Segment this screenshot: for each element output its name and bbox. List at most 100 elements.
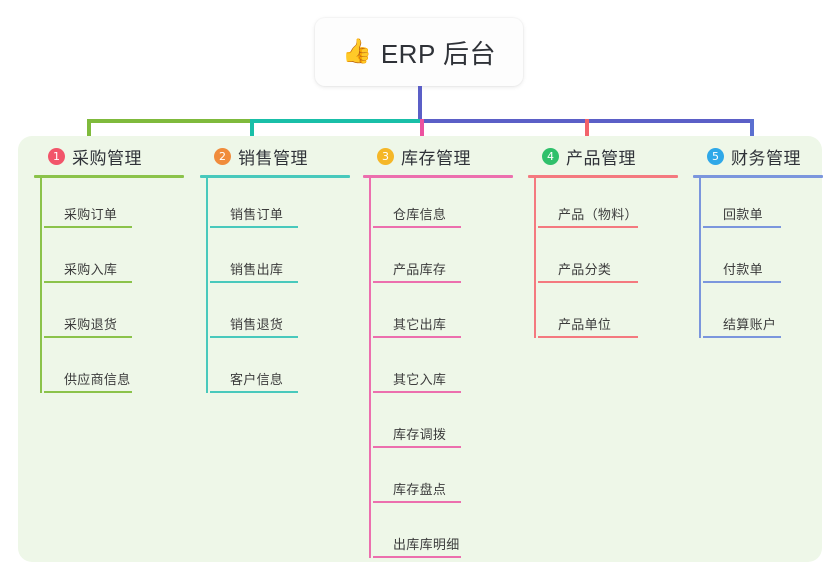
leaf-underline xyxy=(703,226,781,228)
leaf-label: 回款单 xyxy=(723,207,763,222)
leaf-node[interactable]: 库存盘点 xyxy=(367,453,513,508)
category-column-finance: 5 财务管理回款单付款单结算账户 xyxy=(693,143,823,343)
leaf-underline xyxy=(373,281,461,283)
root-stem-connector xyxy=(418,86,422,122)
leaf-node[interactable]: 其它出库 xyxy=(367,288,513,343)
leaf-node[interactable]: 销售订单 xyxy=(204,178,350,233)
leaf-underline xyxy=(373,391,461,393)
leaf-node[interactable]: 产品库存 xyxy=(367,233,513,288)
leaf-underline xyxy=(210,336,298,338)
leaf-list: 产品（物料） 产品分类产品单位 xyxy=(528,178,678,343)
leaf-node[interactable]: 销售退货 xyxy=(204,288,350,343)
leaf-node[interactable]: 仓库信息 xyxy=(367,178,513,233)
category-underline xyxy=(528,175,678,178)
category-title: 产品管理 xyxy=(566,148,636,168)
leaf-node[interactable]: 采购订单 xyxy=(38,178,184,233)
leaf-node[interactable]: 付款单 xyxy=(697,233,823,288)
segment-purchasing xyxy=(87,119,250,123)
root-node-label: ERP 后台 xyxy=(380,38,497,69)
category-underline xyxy=(200,175,350,178)
category-underline xyxy=(693,175,823,178)
leaf-underline xyxy=(538,336,638,338)
leaf-label: 销售订单 xyxy=(230,207,284,222)
leaf-underline xyxy=(210,391,298,393)
leaf-label: 仓库信息 xyxy=(393,207,447,222)
leaf-label: 产品库存 xyxy=(393,262,447,277)
leaf-label: 采购订单 xyxy=(64,207,118,222)
leaf-label: 销售出库 xyxy=(230,262,284,277)
leaf-label: 采购退货 xyxy=(64,317,118,332)
leaf-trunk-connector xyxy=(206,178,208,393)
leaf-label: 其它入库 xyxy=(393,372,447,387)
category-header-sales[interactable]: 2 销售管理 xyxy=(200,143,350,169)
category-index-badge: 2 xyxy=(214,147,231,165)
leaf-list: 仓库信息产品库存其它出库其它入库库存调拨库存盘点出库库明细 xyxy=(363,178,513,563)
leaf-underline xyxy=(210,226,298,228)
leaf-node[interactable]: 供应商信息 xyxy=(38,343,184,398)
leaf-label: 产品（物料） xyxy=(558,207,638,222)
category-header-inventory[interactable]: 3 库存管理 xyxy=(363,143,513,169)
category-title: 财务管理 xyxy=(731,148,801,168)
category-column-inventory: 3 库存管理仓库信息产品库存其它出库其它入库库存调拨库存盘点出库库明细 xyxy=(363,143,513,563)
leaf-node[interactable]: 产品（物料） xyxy=(532,178,678,233)
category-title: 库存管理 xyxy=(401,148,471,168)
leaf-node[interactable]: 采购退货 xyxy=(38,288,184,343)
leaf-node[interactable]: 结算账户 xyxy=(697,288,823,343)
leaf-label: 其它出库 xyxy=(393,317,447,332)
leaf-trunk-connector xyxy=(369,178,371,558)
leaf-label: 出库库明细 xyxy=(393,537,460,552)
leaf-label: 产品分类 xyxy=(558,262,612,277)
category-column-sales: 2 销售管理销售订单销售出库销售退货客户信息 xyxy=(200,143,350,398)
leaf-trunk-connector xyxy=(699,178,701,338)
category-underline xyxy=(363,175,513,178)
leaf-node[interactable]: 库存调拨 xyxy=(367,398,513,453)
category-underline xyxy=(34,175,184,178)
category-index-badge: 3 xyxy=(377,147,394,165)
leaf-label: 库存盘点 xyxy=(393,482,447,497)
leaf-label: 采购入库 xyxy=(64,262,118,277)
categories-panel xyxy=(18,136,822,562)
leaf-node[interactable]: 产品单位 xyxy=(532,288,678,343)
leaf-trunk-connector xyxy=(534,178,536,338)
leaf-list: 采购订单采购入库采购退货供应商信息 xyxy=(34,178,184,398)
category-column-purchasing: 1 采购管理采购订单采购入库采购退货供应商信息 xyxy=(34,143,184,398)
root-node[interactable]: 👍 ERP 后台 xyxy=(315,18,523,86)
leaf-label: 结算账户 xyxy=(723,317,777,332)
leaf-label: 付款单 xyxy=(723,262,763,277)
leaf-underline xyxy=(538,226,638,228)
leaf-label: 销售退货 xyxy=(230,317,284,332)
category-index-badge: 1 xyxy=(48,147,65,165)
leaf-underline xyxy=(373,556,461,558)
category-title: 采购管理 xyxy=(72,148,142,168)
leaf-underline xyxy=(703,281,781,283)
leaf-underline xyxy=(44,281,132,283)
thumbs-up-icon: 👍 xyxy=(341,38,372,65)
leaf-underline xyxy=(44,226,132,228)
leaf-underline xyxy=(373,501,461,503)
leaf-underline xyxy=(373,446,461,448)
category-header-purchasing[interactable]: 1 采购管理 xyxy=(34,143,184,169)
leaf-label: 客户信息 xyxy=(230,372,284,387)
leaf-node[interactable]: 其它入库 xyxy=(367,343,513,398)
leaf-node[interactable]: 产品分类 xyxy=(532,233,678,288)
leaf-underline xyxy=(44,391,132,393)
leaf-node[interactable]: 回款单 xyxy=(697,178,823,233)
leaf-node[interactable]: 采购入库 xyxy=(38,233,184,288)
category-title: 销售管理 xyxy=(238,148,308,168)
leaf-label: 库存调拨 xyxy=(393,427,447,442)
category-index-badge: 5 xyxy=(707,147,724,165)
leaf-trunk-connector xyxy=(40,178,42,393)
leaf-list: 回款单付款单结算账户 xyxy=(693,178,823,343)
leaf-list: 销售订单销售出库销售退货客户信息 xyxy=(200,178,350,398)
leaf-underline xyxy=(703,336,781,338)
leaf-node[interactable]: 客户信息 xyxy=(204,343,350,398)
segment-sales xyxy=(250,119,420,123)
leaf-underline xyxy=(373,226,461,228)
leaf-underline xyxy=(210,281,298,283)
category-header-finance[interactable]: 5 财务管理 xyxy=(693,143,823,169)
leaf-node[interactable]: 销售出库 xyxy=(204,233,350,288)
leaf-node[interactable]: 出库库明细 xyxy=(367,508,513,563)
